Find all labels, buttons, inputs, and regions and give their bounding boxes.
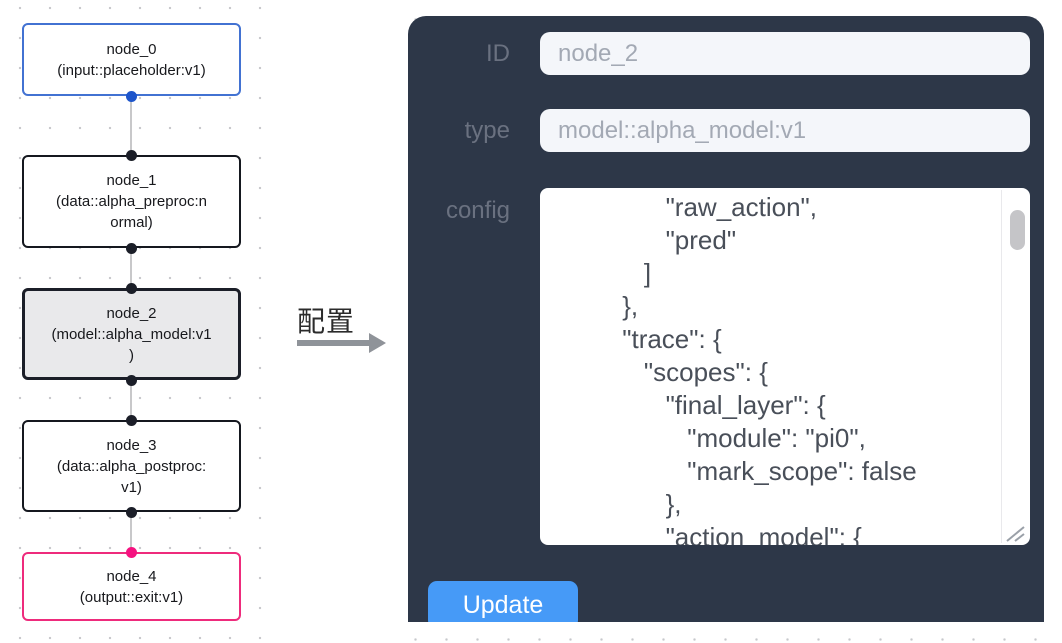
port-node3-out[interactable] (126, 507, 137, 518)
edge-node3-node4 (130, 512, 132, 552)
edge-node1-node2 (130, 248, 132, 288)
id-field-label: ID (486, 40, 510, 67)
resize-grip-icon[interactable] (1003, 521, 1027, 543)
port-node3-in[interactable] (126, 415, 137, 426)
edge-node0-node1 (130, 96, 132, 155)
node-label: node_1 (data::alpha_preproc:n ormal) (56, 172, 207, 231)
node-node_3[interactable]: node_3 (data::alpha_postproc: v1) (22, 420, 241, 512)
id-input[interactable] (540, 32, 1030, 75)
scrollbar-track (1001, 190, 1002, 543)
arrow-shaft (297, 340, 371, 346)
port-node1-in[interactable] (126, 150, 137, 161)
node-label: node_4 (output::exit:v1) (79, 567, 184, 606)
graph-canvas[interactable]: node_0 (input::placeholder:v1) node_1 (d… (0, 0, 283, 643)
node-config-panel: ID type config "raw_action", "pred" ] },… (408, 16, 1044, 622)
node-label: node_0 (input::placeholder:v1) (57, 40, 206, 79)
type-field-label: type (464, 117, 510, 144)
panel-backdrop: ID type config "raw_action", "pred" ] },… (393, 0, 1062, 643)
edge-node2-node3 (130, 380, 132, 420)
node-node_1[interactable]: node_1 (data::alpha_preproc:n ormal) (22, 155, 241, 248)
port-node2-in[interactable] (126, 283, 137, 294)
config-field-label: config (445, 197, 510, 224)
type-input[interactable] (540, 109, 1030, 152)
port-node4-in[interactable] (126, 547, 137, 558)
config-json-text: "raw_action", "pred" ] }, "trace": { "sc… (622, 192, 917, 545)
node-node_2-selected[interactable]: node_2 (model::alpha_model:v1 ) (22, 288, 241, 380)
scrollbar-thumb[interactable] (1010, 210, 1025, 250)
update-button[interactable]: Update (428, 581, 578, 622)
port-node2-out[interactable] (126, 375, 137, 386)
config-textarea[interactable]: "raw_action", "pred" ] }, "trace": { "sc… (540, 188, 1030, 545)
config-annotation-label: 配置 (297, 306, 356, 337)
node-label: node_3 (data::alpha_postproc: v1) (56, 436, 207, 496)
port-node1-out[interactable] (126, 243, 137, 254)
port-node0-out[interactable] (126, 91, 137, 102)
arrow-right-icon (369, 333, 386, 353)
node-node_0[interactable]: node_0 (input::placeholder:v1) (22, 23, 241, 96)
node-node_4[interactable]: node_4 (output::exit:v1) (22, 552, 241, 621)
node-label: node_2 (model::alpha_model:v1 ) (51, 304, 212, 364)
